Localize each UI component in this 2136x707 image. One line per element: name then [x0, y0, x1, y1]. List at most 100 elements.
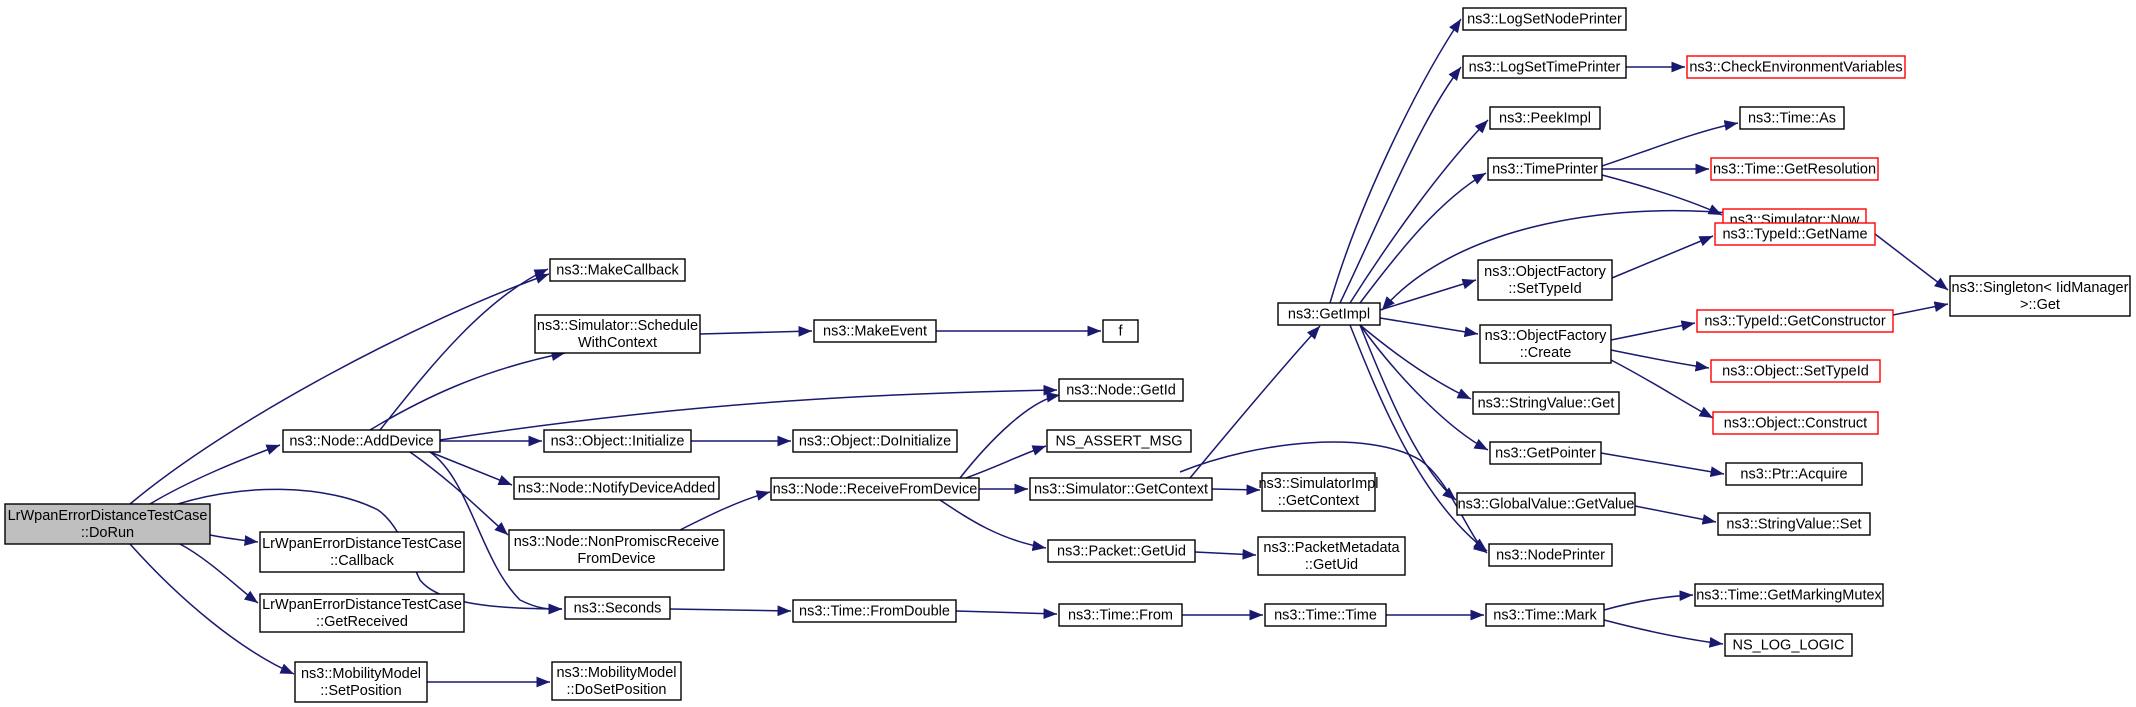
call-edge-path: [679, 490, 771, 531]
graph-node-callback[interactable]: LrWpanErrorDistanceTestCase::Callback: [259, 531, 465, 573]
call-edge-path: [1892, 301, 1949, 316]
node-label: ns3::ObjectFactory: [1485, 328, 1607, 344]
graph-node-svget[interactable]: ns3::StringValue::Get: [1472, 391, 1620, 415]
node-box: [1724, 633, 1853, 657]
node-label: ns3::Node::ReceiveFromDevice: [773, 482, 978, 498]
graph-node-objsettid[interactable]: ns3::Object::SetTypeId: [1710, 359, 1881, 383]
node-box: [1488, 543, 1613, 567]
graph-node-timemark[interactable]: ns3::Time::Mark: [1485, 603, 1605, 627]
node-label: ::DoSetPosition: [567, 682, 667, 698]
graph-node-seconds[interactable]: ns3::Seconds: [564, 596, 671, 620]
graph-node-timetime[interactable]: ns3::Time::Time: [1264, 603, 1387, 627]
graph-node-markmutex[interactable]: ns3::Time::GetMarkingMutex: [1694, 583, 1884, 607]
call-edge: [679, 490, 771, 531]
graph-node-getres[interactable]: ns3::Time::GetResolution: [1710, 157, 1879, 181]
graph-node-doinit[interactable]: ns3::Object::DoInitialize: [792, 429, 958, 453]
graph-node-lognode[interactable]: ns3::LogSetNodePrinter: [1462, 7, 1627, 31]
call-edge: [1603, 619, 1724, 648]
call-edge: [429, 451, 563, 615]
node-box: [1472, 391, 1620, 415]
call-edge-path: [939, 499, 1047, 552]
graph-node-svset[interactable]: ns3::StringValue::Set: [1717, 512, 1871, 536]
graph-node-from[interactable]: ns3::Time::From: [1058, 603, 1183, 627]
call-edge: [1359, 324, 1489, 451]
graph-node-objconstruct[interactable]: ns3::Object::Construct: [1712, 411, 1879, 435]
node-label: ns3::StringValue::Set: [1726, 517, 1861, 533]
graph-node-assertmsg[interactable]: NS_ASSERT_MSG: [1046, 429, 1192, 453]
graph-node-ptracquire[interactable]: ns3::Ptr::Acquire: [1725, 462, 1863, 486]
node-label: ::SetTypeId: [1508, 281, 1581, 297]
call-edge-path: [1611, 235, 1714, 279]
call-edge: [959, 391, 1061, 479]
node-box: [1949, 275, 2131, 317]
call-edge: [379, 268, 549, 431]
graph-node-makecb[interactable]: ns3::MakeCallback: [549, 258, 686, 282]
node-label: f: [1118, 324, 1123, 340]
graph-node-fromdouble[interactable]: ns3::Time::FromDouble: [792, 599, 957, 623]
graph-node-ofsettid[interactable]: ns3::ObjectFactory::SetTypeId: [1477, 259, 1613, 301]
call-edge-path: [439, 384, 1058, 441]
node-label: ns3::Singleton< IidManager: [1952, 280, 2129, 296]
node-label: ::SetPosition: [320, 683, 401, 699]
graph-node-tidgetname[interactable]: ns3::TypeId::GetName: [1714, 222, 1876, 246]
graph-node-dosetpos[interactable]: ns3::MobilityModel::DoSetPosition: [551, 661, 682, 701]
graph-node-peekimpl[interactable]: ns3::PeekImpl: [1489, 106, 1601, 130]
graph-node-ofcreate[interactable]: ns3::ObjectFactory::Create: [1479, 324, 1612, 364]
graph-node-pktgetuid[interactable]: ns3::Packet::GetUid: [1047, 539, 1196, 563]
call-edge-path: [429, 451, 563, 615]
graph-node-getid[interactable]: ns3::Node::GetId: [1058, 378, 1184, 402]
call-edge-path: [1359, 324, 1457, 501]
graph-node-pmgetuid[interactable]: ns3::PacketMetadata::GetUid: [1257, 536, 1406, 576]
graph-node-makeevent[interactable]: ns3::MakeEvent: [813, 319, 937, 343]
call-edge: [955, 608, 1058, 619]
graph-node-gvgetvalue[interactable]: ns3::GlobalValue::GetValue: [1456, 492, 1636, 516]
node-box: [1717, 512, 1871, 536]
graph-node-checkenv[interactable]: ns3::CheckEnvironmentVariables: [1686, 55, 1906, 79]
call-edge: [1601, 120, 1739, 167]
node-box: [549, 258, 686, 282]
graph-node-implgetctx[interactable]: ns3::SimulatorImpl::GetContext: [1258, 472, 1379, 512]
graph-node-logtime[interactable]: ns3::LogSetTimePrinter: [1462, 55, 1627, 79]
graph-node-getcontext[interactable]: ns3::Simulator::GetContext: [1029, 477, 1213, 501]
call-edge-path: [1874, 233, 1949, 291]
graph-node-tidgetctor[interactable]: ns3::TypeId::GetConstructor: [1696, 309, 1894, 333]
graph-node-timeas[interactable]: ns3::Time::As: [1739, 106, 1845, 130]
node-box: [1058, 603, 1183, 627]
node-box: [1485, 603, 1605, 627]
node-label: ::GetContext: [1278, 493, 1359, 509]
graph-node-getimpl[interactable]: ns3::GetImpl: [1277, 302, 1381, 326]
node-label: ns3::Node::GetId: [1066, 383, 1176, 399]
graph-node-timeprinter[interactable]: ns3::TimePrinter: [1487, 157, 1603, 181]
call-edge-path: [179, 543, 259, 604]
graph-node-nslogic[interactable]: NS_LOG_LOGIC: [1724, 633, 1853, 657]
call-edge: [429, 451, 513, 486]
node-label: ns3::LogSetTimePrinter: [1469, 60, 1621, 76]
graph-node-f[interactable]: f: [1102, 319, 1139, 343]
graph-node-objinit[interactable]: ns3::Object::Initialize: [543, 429, 692, 453]
node-label: LrWpanErrorDistanceTestCase: [262, 597, 462, 613]
graph-node-getpointer[interactable]: ns3::GetPointer: [1489, 441, 1602, 465]
node-label: ns3::MobilityModel: [556, 665, 676, 681]
call-edge: [149, 444, 281, 505]
graph-node-notifydev[interactable]: ns3::Node::NotifyDeviceAdded: [513, 476, 720, 500]
node-box: [1462, 7, 1627, 31]
graph-node-nodeprinter[interactable]: ns3::NodePrinter: [1488, 543, 1613, 567]
node-label: NS_ASSERT_MSG: [1055, 434, 1182, 450]
node-label: >::Get: [2020, 297, 2060, 313]
graph-node-singleton[interactable]: ns3::Singleton< IidManager >::Get: [1949, 275, 2131, 317]
graph-node-setpos[interactable]: ns3::MobilityModel::SetPosition: [294, 661, 428, 703]
call-edge: [1379, 317, 1479, 338]
graph-node-root[interactable]: LrWpanErrorDistanceTestCase::DoRun: [4, 503, 211, 545]
node-label: ns3::LogSetNodePrinter: [1467, 12, 1622, 28]
graph-node-getreceived[interactable]: LrWpanErrorDistanceTestCase::GetReceived: [259, 593, 465, 633]
graph-node-recvfromdev[interactable]: ns3::Node::ReceiveFromDevice: [770, 477, 980, 501]
node-box: [1102, 319, 1139, 343]
call-edge-path: [1610, 349, 1710, 372]
node-label: ns3::CheckEnvironmentVariables: [1689, 60, 1902, 76]
call-edge: [1610, 359, 1714, 419]
call-edge-path: [1211, 484, 1261, 496]
call-edge: [1349, 119, 1489, 304]
graph-node-adddev[interactable]: ns3::Node::AddDevice: [282, 429, 441, 453]
